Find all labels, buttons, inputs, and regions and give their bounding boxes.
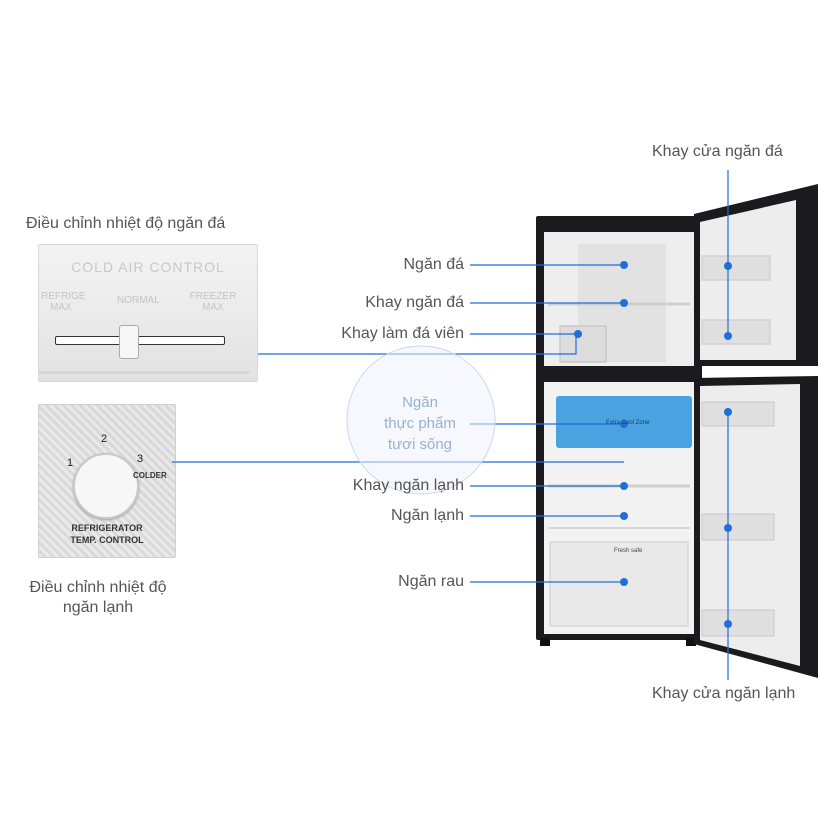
dot-freezer-compartment bbox=[620, 261, 628, 269]
label-freezer-door-tray: Khay cửa ngăn đá bbox=[652, 143, 783, 160]
label-freezer-compartment: Ngăn đá bbox=[403, 256, 465, 273]
fridge-dial-mark-3: 3 bbox=[137, 453, 144, 465]
fridge-dial-mark-1: 1 bbox=[67, 457, 74, 469]
freezer-dial-right: FREEZER MAX bbox=[189, 291, 237, 313]
fridge-dial-caption-1: REFRIGERATOR bbox=[71, 523, 143, 533]
dot-vegetable-drawer bbox=[620, 578, 628, 586]
freezer-panel-rail bbox=[39, 371, 249, 374]
label-fridge-door-tray: Khay cửa ngăn lạnh bbox=[652, 685, 796, 702]
label-fresh-food-line-2: thực phẩm bbox=[384, 415, 456, 432]
label-fridge-shelf: Khay ngăn lạnh bbox=[352, 477, 464, 494]
fridge-control-title: Điều chỉnh nhiệt độ ngăn lạnh bbox=[8, 578, 188, 618]
fridge-dial-caption-2: TEMP. CONTROL bbox=[70, 535, 144, 545]
label-freezer-tray: Khay ngăn đá bbox=[365, 294, 464, 311]
freezer-control-title: Điều chỉnh nhiệt độ ngăn đá bbox=[26, 215, 226, 232]
leader-freezer-controls bbox=[258, 336, 577, 355]
dot-ice-maker bbox=[574, 330, 582, 338]
label-fresh-food-line-1: Ngăn bbox=[402, 394, 438, 411]
freezer-dial-left: REFRIGE MAX bbox=[41, 291, 86, 313]
vegetable-drawer-box bbox=[549, 541, 689, 627]
label-fridge-compartment: Ngăn lạnh bbox=[391, 507, 464, 524]
freezer-door-bin-2 bbox=[701, 319, 771, 345]
fridge-dial-mark-2: 2 bbox=[101, 433, 108, 445]
fresh-safe-label: Fresh safe bbox=[614, 548, 643, 554]
fridge-control-title-line-1: Điều chỉnh nhiệt độ bbox=[29, 579, 167, 596]
freezer-control-panel: COLD AIR CONTROL REFRIGE MAX NORMAL FREE… bbox=[38, 244, 258, 382]
fridge-foot-left bbox=[540, 638, 550, 646]
freezer-dial-title: COLD AIR CONTROL bbox=[71, 259, 225, 275]
label-ice-maker-tray: Khay làm đá viên bbox=[341, 325, 464, 342]
label-fresh-food-line-3: tươi sống bbox=[387, 436, 453, 453]
freezer-slider-track bbox=[55, 336, 225, 345]
label-vegetable-drawer: Ngăn rau bbox=[398, 573, 464, 590]
dot-fridge-compartment bbox=[620, 512, 628, 520]
fridge-control-panel: 1 2 3 COLDER REFRIGERATOR TEMP. CONTROL bbox=[38, 404, 176, 558]
extra-cool-zone-label: Extra Cool Zone bbox=[606, 420, 650, 426]
dot-fridge-shelf bbox=[620, 482, 628, 490]
watermark-circle bbox=[346, 345, 496, 495]
dot-fresh-food bbox=[620, 420, 628, 428]
freezer-door-bin-1 bbox=[701, 255, 771, 281]
dot-freezer-door-tray-1 bbox=[724, 262, 732, 270]
fridge-foot-right bbox=[686, 638, 696, 646]
dot-freezer-door-tray-2 bbox=[724, 332, 732, 340]
freezer-dial-center: NORMAL bbox=[117, 295, 160, 306]
dot-fridge-door-tray-3 bbox=[724, 620, 732, 628]
fridge-door-bin-3 bbox=[701, 609, 775, 637]
fridge-dial-colder: COLDER bbox=[133, 471, 167, 480]
dot-fridge-door-tray-1 bbox=[724, 408, 732, 416]
fridge-door-bin-2 bbox=[701, 513, 775, 541]
label-fresh-food: Ngăn thực phẩm tươi sống bbox=[368, 392, 472, 455]
ice-tray bbox=[559, 325, 607, 363]
dot-fridge-door-tray-2 bbox=[724, 524, 732, 532]
fridge-control-title-line-2: ngăn lạnh bbox=[62, 599, 134, 616]
fridge-divider bbox=[544, 366, 694, 380]
dot-freezer-tray bbox=[620, 299, 628, 307]
fridge-dial[interactable] bbox=[73, 453, 139, 519]
fridge-door-bin-1 bbox=[701, 401, 775, 427]
freezer-slider-knob[interactable] bbox=[119, 325, 139, 359]
